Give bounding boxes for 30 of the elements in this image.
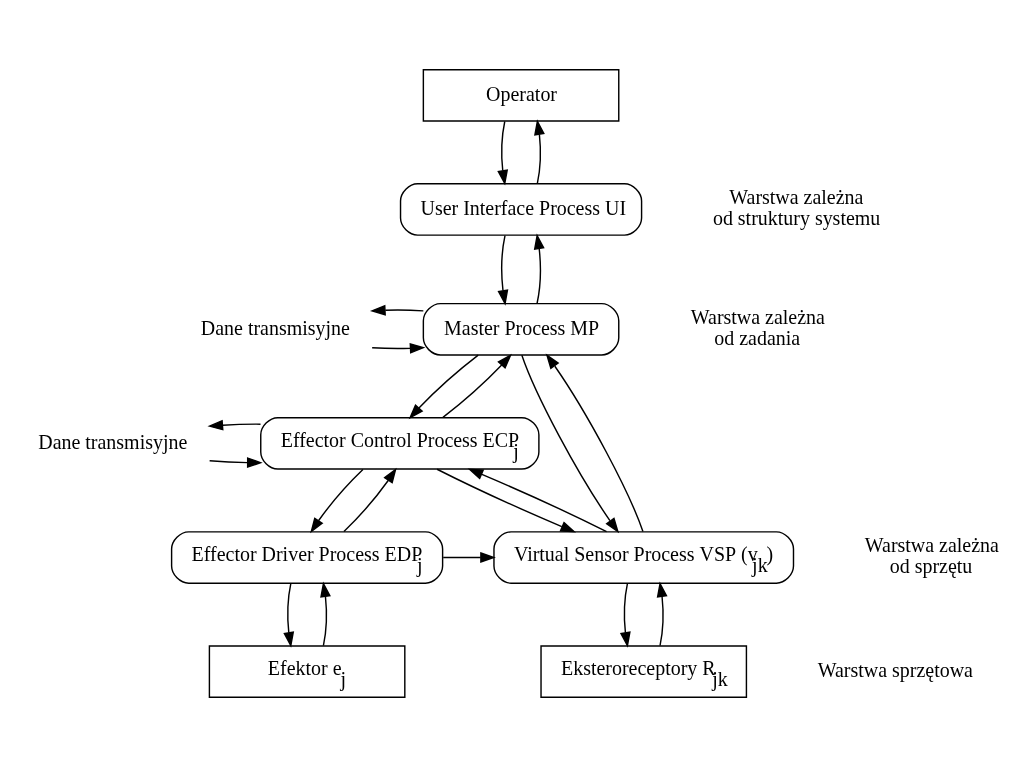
node-text: Dane transmisyjne: [200, 316, 350, 339]
label: Warstwa zależna od zadania: [690, 305, 825, 350]
label: Warstwa zależna od sprzętu: [864, 534, 999, 578]
arrow: [343, 467, 397, 533]
arrow: [619, 582, 631, 648]
arrow: [436, 468, 577, 533]
arrow: [442, 353, 512, 419]
arrow: [497, 235, 509, 306]
arrow: [207, 419, 262, 431]
arrow: [521, 354, 620, 534]
arrow: [208, 457, 263, 469]
arrow: [467, 468, 608, 533]
arrow: [320, 581, 331, 647]
label: Warstwa zależna od struktury systemu: [712, 186, 881, 230]
node-text: Dane transmisyjne: [38, 430, 188, 453]
arrow: [545, 353, 644, 533]
label: Warstwa sprzętowa: [817, 658, 973, 681]
arrow: [533, 233, 545, 305]
arrow: [442, 552, 496, 563]
node-box: Operator: [422, 69, 620, 122]
arrow: [371, 342, 426, 354]
node-box: User Interface Process UI: [399, 183, 643, 236]
arrow: [310, 468, 364, 534]
arrow: [408, 354, 479, 420]
arrow: [283, 582, 295, 648]
arrow: [497, 120, 509, 186]
arrow: [369, 304, 425, 316]
arrow: [534, 119, 545, 185]
arrow: [656, 581, 668, 647]
node-box: Master Process MP: [422, 302, 620, 356]
